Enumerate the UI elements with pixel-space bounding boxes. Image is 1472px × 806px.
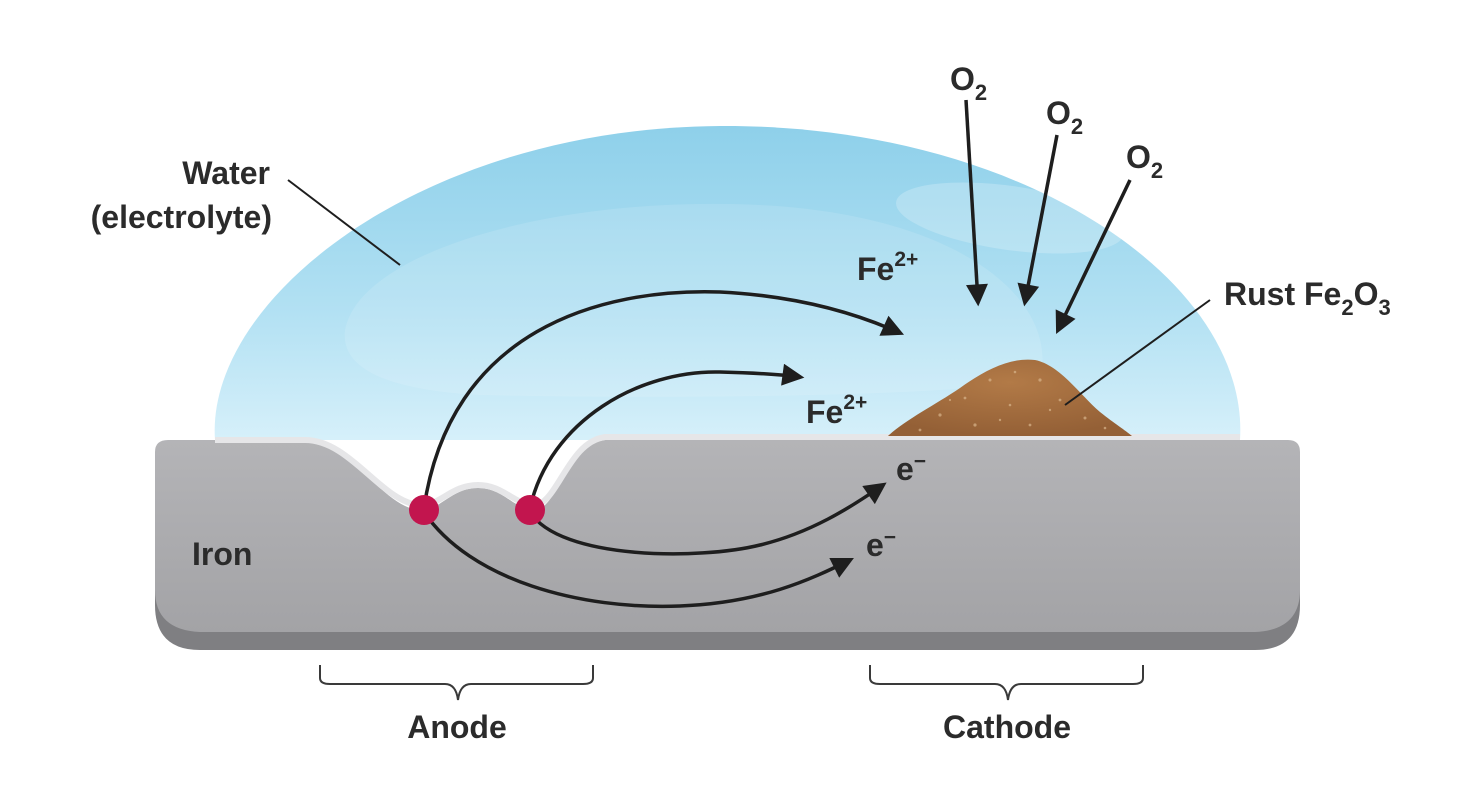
water-shine: [896, 182, 1124, 254]
rust-label: Rust Fe2O3: [1224, 276, 1391, 320]
anode-label: Anode: [407, 709, 507, 745]
fe-ion-arrow-outer: [422, 289, 905, 509]
anode-site-2: [515, 495, 545, 525]
rust-speckles: [918, 370, 1107, 432]
fe-ion-label-1: Fe2+: [857, 248, 918, 287]
water-droplet: [214, 125, 1241, 441]
o2-label-2: O2: [1046, 95, 1083, 139]
rust-leader-line: [1064, 299, 1211, 406]
rust-pile: [888, 359, 1132, 436]
electrolyte-label: (electrolyte): [91, 199, 272, 235]
anode-brace: [319, 665, 594, 701]
o2-label-1: O2: [950, 61, 987, 105]
water-leader-line: [287, 179, 401, 266]
electron-label-1: e−: [896, 450, 926, 487]
fe-ion-label-2: Fe2+: [806, 391, 867, 430]
electron-arrow-upper: [528, 482, 887, 556]
cathode-label: Cathode: [943, 709, 1071, 745]
electron-arrow-lower: [422, 511, 854, 609]
water-highlight: [344, 203, 1043, 397]
electron-label-2: e−: [866, 526, 896, 563]
o2-arrow-2: [1017, 134, 1059, 307]
fe-ion-arrow-inner: [528, 363, 805, 509]
anode-site-1: [409, 495, 439, 525]
cathode-brace: [869, 665, 1144, 701]
iron-label: Iron: [192, 536, 252, 572]
o2-label-3: O2: [1126, 139, 1163, 183]
o2-arrow-3: [1055, 179, 1132, 334]
iron-surface-rim: [215, 434, 1240, 509]
iron-slab: [155, 440, 1300, 632]
water-label: Water: [182, 155, 270, 191]
o2-arrow-1: [964, 99, 988, 307]
